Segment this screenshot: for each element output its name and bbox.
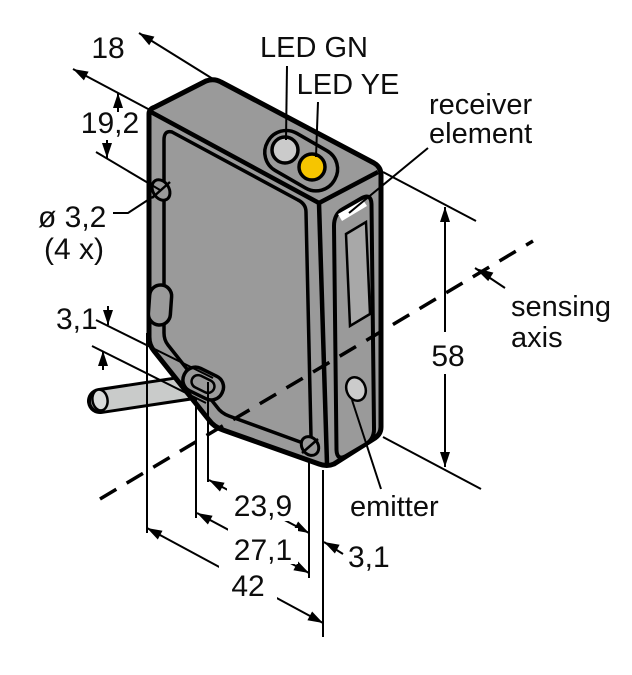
dim-3-1-left-ref-upper xyxy=(95,319,214,379)
arrow-27-1-right xyxy=(293,561,309,573)
led-ye-label: LED YE xyxy=(297,69,400,101)
arrow-27-1-left xyxy=(197,513,213,525)
dim-3-1-left-label: 3,1 xyxy=(56,303,98,336)
emitter-lens xyxy=(344,376,368,402)
dim-3-1-left-ref-lower xyxy=(91,345,207,404)
dim-58-label: 58 xyxy=(431,340,464,373)
dim-27-1-label: 27,1 xyxy=(234,534,292,567)
arrow-19-2-down xyxy=(102,143,112,158)
arrow-58-down xyxy=(440,452,450,467)
emitter-leader xyxy=(351,399,382,490)
dim-18-label: 18 xyxy=(91,32,124,65)
receiver-window xyxy=(344,219,372,329)
text-labels: 18 19,2 ø 3,2 (4 x) 3,1 LED GN LED YE re… xyxy=(38,32,611,603)
side-front-fold-edge xyxy=(316,202,330,465)
dim-3-1-right-label: 3,1 xyxy=(348,541,390,574)
hole-count-label: (4 x) xyxy=(44,233,104,266)
dim-23-9-label: 23,9 xyxy=(234,490,292,523)
arrow-3-1-left-up xyxy=(98,351,108,366)
arrow-42-right xyxy=(307,611,323,623)
emitter-label: emitter xyxy=(350,491,439,523)
receiver-label-line1: receiver xyxy=(429,89,532,121)
led-green-indicator xyxy=(270,135,300,165)
label-backplate-23-9 xyxy=(227,486,299,521)
receiver-leader xyxy=(348,147,429,214)
side-face-inner-outline xyxy=(162,129,313,446)
led-yellow-leader xyxy=(315,101,319,158)
cable-end-face xyxy=(91,388,109,412)
sensing-axis-line xyxy=(99,239,534,501)
arrow-58-up xyxy=(440,207,450,222)
arrow-3-1-left-down xyxy=(103,310,113,325)
arrow-sensing-axis xyxy=(475,268,494,282)
mounting-hole-upper-slash xyxy=(151,181,171,199)
led-green-leader xyxy=(285,65,288,141)
top-right-edge xyxy=(317,170,380,205)
dim-58-ext-top xyxy=(382,171,477,222)
arrow-42-left xyxy=(147,528,163,540)
sensing-axis-label-line2: axis xyxy=(511,322,563,354)
led-gn-label: LED GN xyxy=(260,32,368,64)
mounting-slot xyxy=(146,283,174,327)
arrow-18-upper xyxy=(139,33,155,46)
label-backplate-27-1 xyxy=(228,528,298,564)
cable-gland-inner xyxy=(190,373,216,395)
dim-19-2-label: 19,2 xyxy=(81,107,139,140)
dim-42-label: 42 xyxy=(231,570,264,603)
sensing-axis-label-line1: sensing xyxy=(511,291,611,323)
dim-58-ext-bottom xyxy=(382,436,482,490)
arrow-3-1-right xyxy=(324,542,340,554)
label-backplate-42 xyxy=(219,565,277,601)
dim-19-2-hole-ref-line xyxy=(95,151,161,191)
arrow-18-lower xyxy=(73,69,89,81)
arrow-23-9-left xyxy=(209,480,225,492)
led-yellow-indicator xyxy=(297,152,327,182)
mounting-hole-lower-slash xyxy=(301,438,319,454)
sensor-body xyxy=(146,77,384,468)
hole-diameter-label: ø 3,2 xyxy=(38,201,106,234)
arrow-19-2-up xyxy=(113,93,123,108)
top-front-edge xyxy=(149,110,321,205)
receiver-label-line2: element xyxy=(429,118,532,150)
hole-diameter-leader xyxy=(113,195,155,214)
